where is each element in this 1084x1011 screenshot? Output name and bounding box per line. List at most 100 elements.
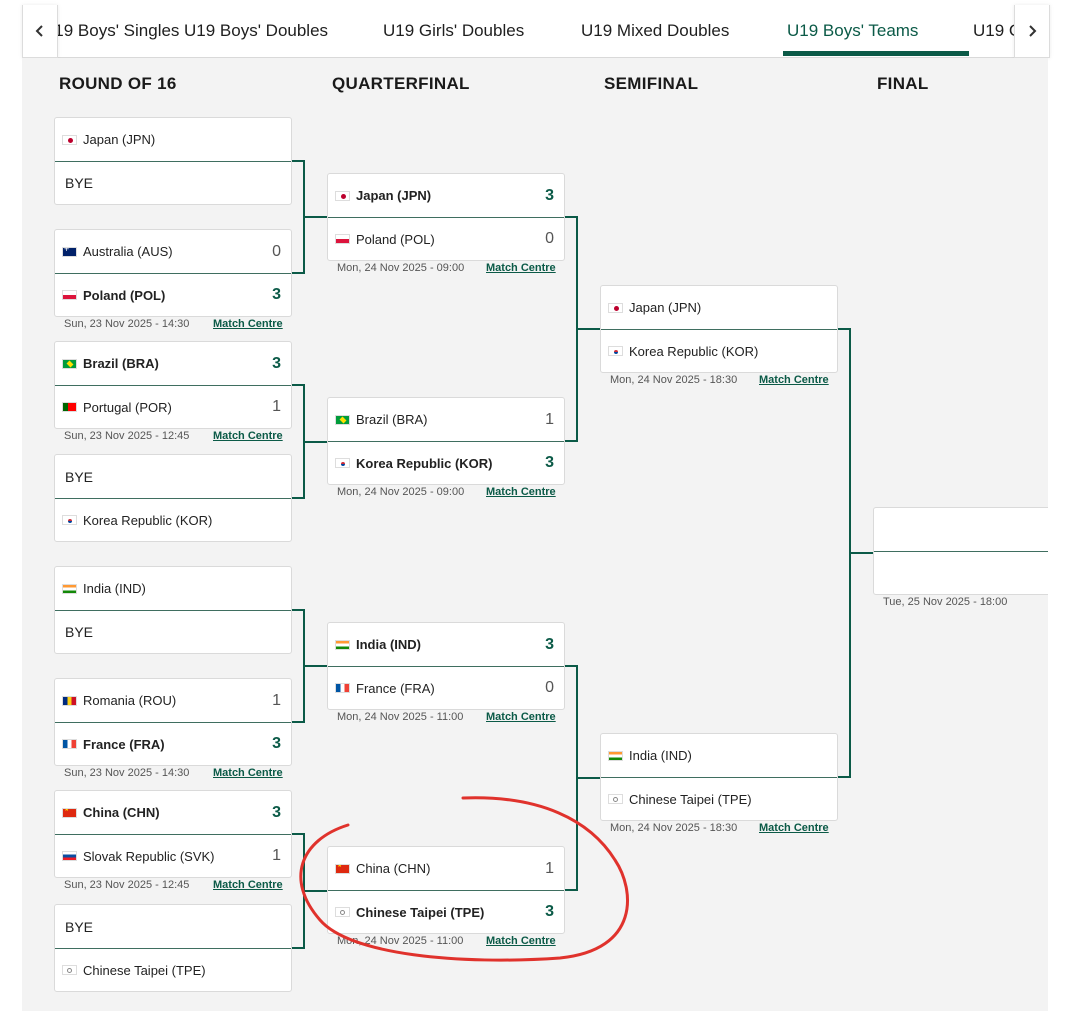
team-name: China (CHN) [83, 805, 160, 820]
match-centre-link[interactable]: Match Centre [486, 711, 556, 723]
team-slot[interactable]: Romania (ROU)1 [55, 679, 291, 722]
team-slot[interactable]: China (CHN) 3 [55, 791, 291, 834]
team-name: Japan (JPN) [629, 300, 702, 315]
match-datetime: Mon, 24 Nov 2025 - 09:00 [337, 262, 465, 274]
pol-flag-icon [62, 290, 77, 300]
team-slot[interactable]: Portugal (POR) 1 [55, 385, 291, 428]
tab-u19-boys-doubles[interactable]: U19 Boys' Doubles [184, 21, 329, 40]
team-slot[interactable]: Japan (JPN)3 [328, 174, 564, 217]
tab-u19-mixed-doubles[interactable]: U19 Mixed Doubles [581, 21, 730, 40]
bracket-connector [292, 384, 304, 386]
team-slot[interactable]: Chinese Taipei (TPE) [601, 777, 837, 820]
match-centre-link[interactable]: Match Centre [486, 262, 556, 274]
team-name: Poland (POL) [356, 231, 435, 247]
team-slot[interactable]: Korea Republic (KOR)3 [328, 441, 564, 484]
team-score: 1 [272, 847, 281, 864]
team-name: France (FRA) [356, 680, 435, 696]
match-centre-link[interactable]: Match Centre [213, 318, 283, 330]
bye-slot: BYE [55, 905, 291, 948]
tab-u19-girls-doubles[interactable]: U19 Girls' Doubles [383, 21, 525, 40]
pol-flag-icon [335, 234, 350, 244]
team-slot[interactable]: Australia (AUS)0 [55, 230, 291, 273]
final-heading: FINAL [877, 74, 929, 93]
match-datetime: Mon, 24 Nov 2025 - 09:00 [337, 486, 465, 498]
chevron-left-icon [35, 25, 43, 37]
team-slot[interactable]: Poland (POL)0 [328, 217, 564, 260]
match-datetime: Sun, 23 Nov 2025 - 12:45 [64, 879, 190, 891]
match-datetime: Mon, 24 Nov 2025 - 18:30 [610, 822, 738, 834]
bracket-connector [576, 328, 600, 330]
team-slot[interactable]: China (CHN)1 [328, 847, 564, 890]
match-centre-link[interactable]: Match Centre [759, 822, 829, 834]
tab-u19-boys-singles[interactable]: U19 Boys' Singles [42, 21, 180, 40]
match-meta: Mon, 24 Nov 2025 - 09:00 Match Centre [337, 262, 556, 274]
bra-flag-icon [62, 358, 77, 369]
match-centre-link[interactable]: Match Centre [759, 374, 829, 386]
bracket-panel: ROUND OF 16 QUARTERFINAL SEMIFINAL FINAL… [22, 58, 1048, 1011]
team-slot[interactable]: India (IND)3 [328, 623, 564, 666]
team-slot[interactable]: Chinese Taipei (TPE) [55, 948, 291, 991]
team-score: 3 [272, 735, 281, 752]
team-slot[interactable]: Japan (JPN) [55, 118, 291, 161]
team-name: Korea Republic (KOR) [629, 343, 759, 359]
bye-label: BYE [65, 468, 94, 485]
fra-flag-icon [62, 739, 77, 749]
team-name: India (IND) [356, 637, 421, 652]
team-score: 1 [545, 859, 554, 877]
team-slot[interactable]: Brazil (BRA)1 [328, 398, 564, 441]
scroll-tabs-right-button[interactable] [1014, 5, 1050, 58]
team-slot[interactable]: India (IND) [55, 567, 291, 610]
team-slot[interactable]: France (FRA)0 [328, 666, 564, 709]
match-centre-link[interactable]: Match Centre [213, 430, 283, 442]
team-slot[interactable] [874, 508, 1048, 551]
quarterfinal-heading: QUARTERFINAL [332, 74, 470, 93]
r16-match-card: Japan (JPN)BYE [54, 117, 292, 205]
round-of-16-heading: ROUND OF 16 [59, 74, 177, 93]
chevron-right-icon [1029, 25, 1037, 37]
team-slot[interactable]: Chinese Taipei (TPE)3 [328, 890, 564, 933]
match-centre-link[interactable]: Match Centre [213, 767, 283, 779]
match-meta: Sun, 23 Nov 2025 - 14:30 Match Centre [64, 318, 283, 330]
team-slot[interactable]: Brazil (BRA)3 [55, 342, 291, 385]
team-slot[interactable] [874, 551, 1048, 594]
team-name: Chinese Taipei (TPE) [629, 791, 752, 807]
team-slot[interactable]: Poland (POL)3 [55, 273, 291, 316]
bye-slot: BYE [55, 455, 291, 498]
team-score: 1 [272, 398, 281, 415]
match-datetime: Mon, 24 Nov 2025 - 18:30 [610, 374, 738, 386]
team-name: Portugal (POR) [83, 399, 172, 415]
team-slot[interactable]: Japan (JPN) [601, 286, 837, 329]
team-slot[interactable]: Korea Republic (KOR) [601, 329, 837, 372]
bye-label: BYE [65, 624, 94, 640]
bracket-connector [303, 665, 327, 667]
scroll-tabs-left-button[interactable] [22, 5, 58, 58]
por-flag-icon [62, 402, 77, 412]
tab-u19-boys-teams[interactable]: U19 Boys' Teams [787, 21, 919, 40]
team-slot[interactable]: India (IND) [601, 734, 837, 777]
bracket-connector [292, 947, 304, 949]
team-score: 3 [272, 803, 281, 821]
kor-flag-icon [62, 515, 77, 525]
sf-match-card: India (IND) Chinese Taipei (TPE) [600, 733, 838, 821]
team-slot[interactable]: France (FRA)3 [55, 722, 291, 765]
match-meta: Mon, 24 Nov 2025 - 18:30 Match Centre [610, 374, 829, 386]
team-slot[interactable]: Korea Republic (KOR) [55, 498, 291, 541]
bracket-connector [292, 721, 304, 723]
match-meta: Mon, 24 Nov 2025 - 18:30 Match Centre [610, 822, 829, 834]
team-slot[interactable]: Slovak Republic (SVK)1 [55, 834, 291, 877]
match-centre-link[interactable]: Match Centre [486, 486, 556, 498]
match-centre-link[interactable]: Match Centre [486, 935, 556, 947]
bracket-connector [292, 272, 304, 274]
match-datetime: Sun, 23 Nov 2025 - 14:30 [64, 318, 190, 330]
match-meta: Sun, 23 Nov 2025 - 12:45 Match Centre [64, 879, 283, 891]
team-name: India (IND) [83, 581, 146, 596]
r16-match-card: BYE Korea Republic (KOR) [54, 454, 292, 542]
team-score: 3 [272, 286, 281, 303]
match-centre-link[interactable]: Match Centre [213, 879, 283, 891]
